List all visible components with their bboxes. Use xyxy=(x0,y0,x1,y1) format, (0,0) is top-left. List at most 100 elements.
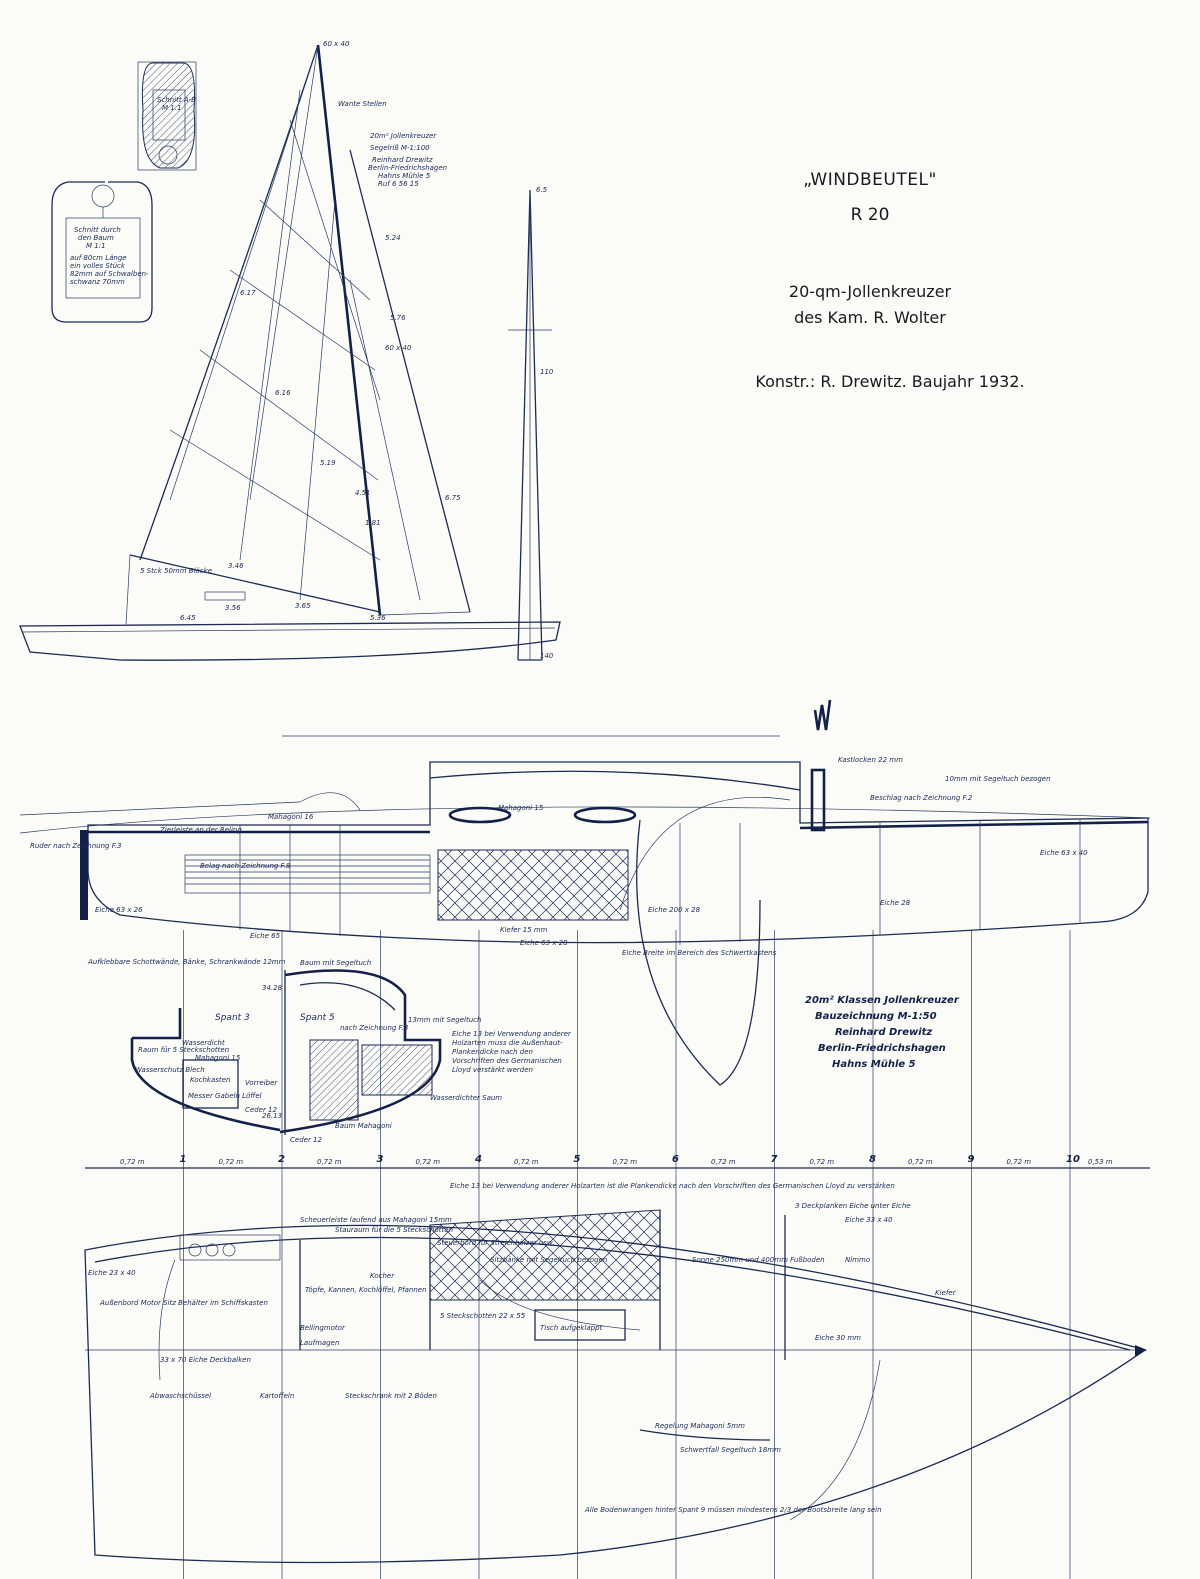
plan-label: Sonne 250mm und 400mm Fußboden xyxy=(692,1256,825,1264)
cross-section-label: Ceder 12 xyxy=(245,1106,278,1114)
sail-plan-caption: 20m² Jollenkreuzer xyxy=(370,132,437,140)
station-lines xyxy=(183,930,1071,1579)
owner: des Kam. R. Wolter xyxy=(794,308,946,327)
profile-label: Eiche 65 xyxy=(250,932,281,940)
plan-label: Steuerbord für Streichhölzer usw. xyxy=(437,1239,554,1247)
cross-section-label: Ceder 12 xyxy=(290,1136,323,1144)
station-spacing: 0,72 m xyxy=(711,1158,736,1166)
boom-section-text: auf 80cm Länge xyxy=(70,254,127,262)
profile-label: Eiche 63 x 26 xyxy=(95,906,143,914)
profile-label: Kiefer 15 mm xyxy=(500,926,548,934)
plan-label: Tisch aufgeklappt xyxy=(540,1324,602,1332)
profile-hull xyxy=(87,761,1149,944)
station-number: 8 xyxy=(869,1154,876,1165)
rudder-post xyxy=(80,830,88,920)
boom-section-text: schwanz 70mm xyxy=(70,278,125,286)
sail-plan-caption: Reinhard Drewitz xyxy=(372,156,433,164)
cross-section-label: Wasserschutz Blech xyxy=(135,1066,205,1074)
profile-label: Beschlag nach Zeichnung F.2 xyxy=(870,794,973,802)
plan-label: Scheuerleiste laufend aus Mahagoni 15mm xyxy=(300,1216,452,1224)
boat-type: 20-qm-Jollenkreuzer xyxy=(788,282,952,301)
mast xyxy=(316,44,382,616)
cross-section-label: nach Zeichnung F.3 xyxy=(340,1024,408,1032)
plan-label: 5 Steckschotten 22 x 55 xyxy=(440,1312,526,1320)
construction-caption-line: 20m² Klassen Jollenkreuzer xyxy=(805,995,960,1006)
section-ab-title: Schnitt A-B xyxy=(157,96,196,104)
mast-mid-label: 110 xyxy=(540,368,554,376)
sail-plan-hull xyxy=(19,621,561,661)
class-number: R 20 xyxy=(850,205,890,225)
sail-dimension: 5.76 xyxy=(390,314,406,322)
cross-section-spant-3: Spant 3 Raum für 5 Steckschotten Wasserd… xyxy=(130,1008,281,1132)
sail-dimension: 1.81 xyxy=(365,519,381,527)
sail-dimension: 6.45 xyxy=(180,614,196,622)
plan-label: Kartoffeln xyxy=(260,1392,294,1400)
station-number: 2 xyxy=(278,1154,285,1165)
plan-label: Kiefer xyxy=(935,1289,957,1297)
station-spacing: 0,72 m xyxy=(317,1158,342,1166)
construction-caption-line: Berlin-Friedrichshagen xyxy=(818,1043,946,1054)
construction-caption: 20m² Klassen Jollenkreuzer Bauzeichnung … xyxy=(805,995,960,1070)
profile-label: Eiche 63 x 40 xyxy=(1040,849,1088,857)
plan-label: Eiche 23 x 40 xyxy=(88,1269,136,1277)
station-number: 9 xyxy=(968,1154,975,1165)
station-spacing: 0,72 m xyxy=(416,1158,441,1166)
sail-dimension: 6.75 xyxy=(445,494,461,502)
sail-dimension: 6.16 xyxy=(275,389,291,397)
station-number: 4 xyxy=(474,1154,482,1165)
plan-label: Regelung Mahagoni 5mm xyxy=(655,1422,745,1430)
station-spacing: 0,72 m xyxy=(810,1158,835,1166)
construction-caption-line: Bauzeichnung M-1:50 xyxy=(815,1011,937,1022)
station-number: 5 xyxy=(574,1154,581,1165)
mast-top-label: 6.5 xyxy=(536,186,548,194)
boom-section-text: ein volles Stück xyxy=(70,262,126,270)
profile-label: Mahagoni 16 xyxy=(268,813,314,821)
section-a-b: Schnitt A-B M 1:1 xyxy=(137,61,197,171)
profile-label: Eiche 200 x 28 xyxy=(648,906,701,914)
plan-label: Bellingmotor xyxy=(300,1324,346,1332)
sail-dimension: 3.65 xyxy=(295,602,311,610)
station-spacing: 0,53 m xyxy=(1088,1158,1113,1166)
sail-plan: 60 x 40 Wante Stellen 20m² Jollenkreuzer… xyxy=(19,40,561,661)
sail-dimension: 3.46 xyxy=(228,562,244,570)
masthead-label: 60 x 40 xyxy=(323,40,350,48)
cross-section-label: Vorreiber xyxy=(245,1079,278,1087)
cross-section-label: 13mm mit Segeltuch xyxy=(408,1016,481,1024)
sail-plan-caption: Ruf 6 56 15 xyxy=(378,180,419,188)
spreader-label: Wante Stellen xyxy=(338,100,387,108)
cross-section-label: Raum für 5 Steckschotten xyxy=(138,1046,229,1054)
plan-label: 3 Deckplanken Eiche unter Eiche xyxy=(795,1202,911,1210)
boom-section-text: Schnitt durch xyxy=(74,226,121,234)
construction-caption-line: Reinhard Drewitz xyxy=(835,1027,932,1038)
station-number: 6 xyxy=(672,1154,679,1165)
sail-dimension: 5.36 xyxy=(370,614,386,622)
profile-label: Eiche 28 xyxy=(880,899,911,907)
sail-dimension: 3.56 xyxy=(225,604,241,612)
station-spacing: 0,72 m xyxy=(120,1158,145,1166)
profile-label: Kastlocken 22 mm xyxy=(838,756,903,764)
plan-label: Eiche 33 x 40 xyxy=(845,1216,893,1224)
boom xyxy=(129,554,381,613)
station-spacing: 0,72 m xyxy=(908,1158,933,1166)
station-number: 1 xyxy=(180,1154,187,1165)
cross-section-label: Baum Mahagoni xyxy=(335,1122,392,1130)
mast-base-label: 140 xyxy=(540,652,554,660)
plan-label: Außenbord Motor Sitz Behälter im Schiffs… xyxy=(99,1299,268,1307)
cross-section-label: Wasserdichter Saum xyxy=(430,1094,502,1102)
spant-5-title: Spant 5 xyxy=(300,1013,335,1023)
profile-label: Ruder nach Zeichnung F.3 xyxy=(30,842,122,850)
station-number: 7 xyxy=(771,1154,778,1165)
plan-label: Stauraum für die 5 Steckschotten xyxy=(335,1226,453,1234)
forestay xyxy=(349,149,471,613)
station-number: 3 xyxy=(377,1154,384,1165)
cross-section-label: 26.13 xyxy=(262,1112,282,1120)
plan-label: Sitzbänke mit Segeltuch bezogen xyxy=(490,1256,607,1264)
sail-plan-caption: Berlin-Friedrichshagen xyxy=(368,164,447,172)
boom-section-text: M 1:1 xyxy=(86,242,106,250)
station-spacing: 0,72 m xyxy=(219,1158,244,1166)
boom-section-text: den Baum xyxy=(78,234,114,242)
boom-note: 5 Stck 50mm Blöcke xyxy=(140,567,212,575)
plan-label: Schwertfall Segeltuch 18mm xyxy=(680,1446,781,1454)
cross-section-label: Baum mit Segeltuch xyxy=(300,959,371,967)
